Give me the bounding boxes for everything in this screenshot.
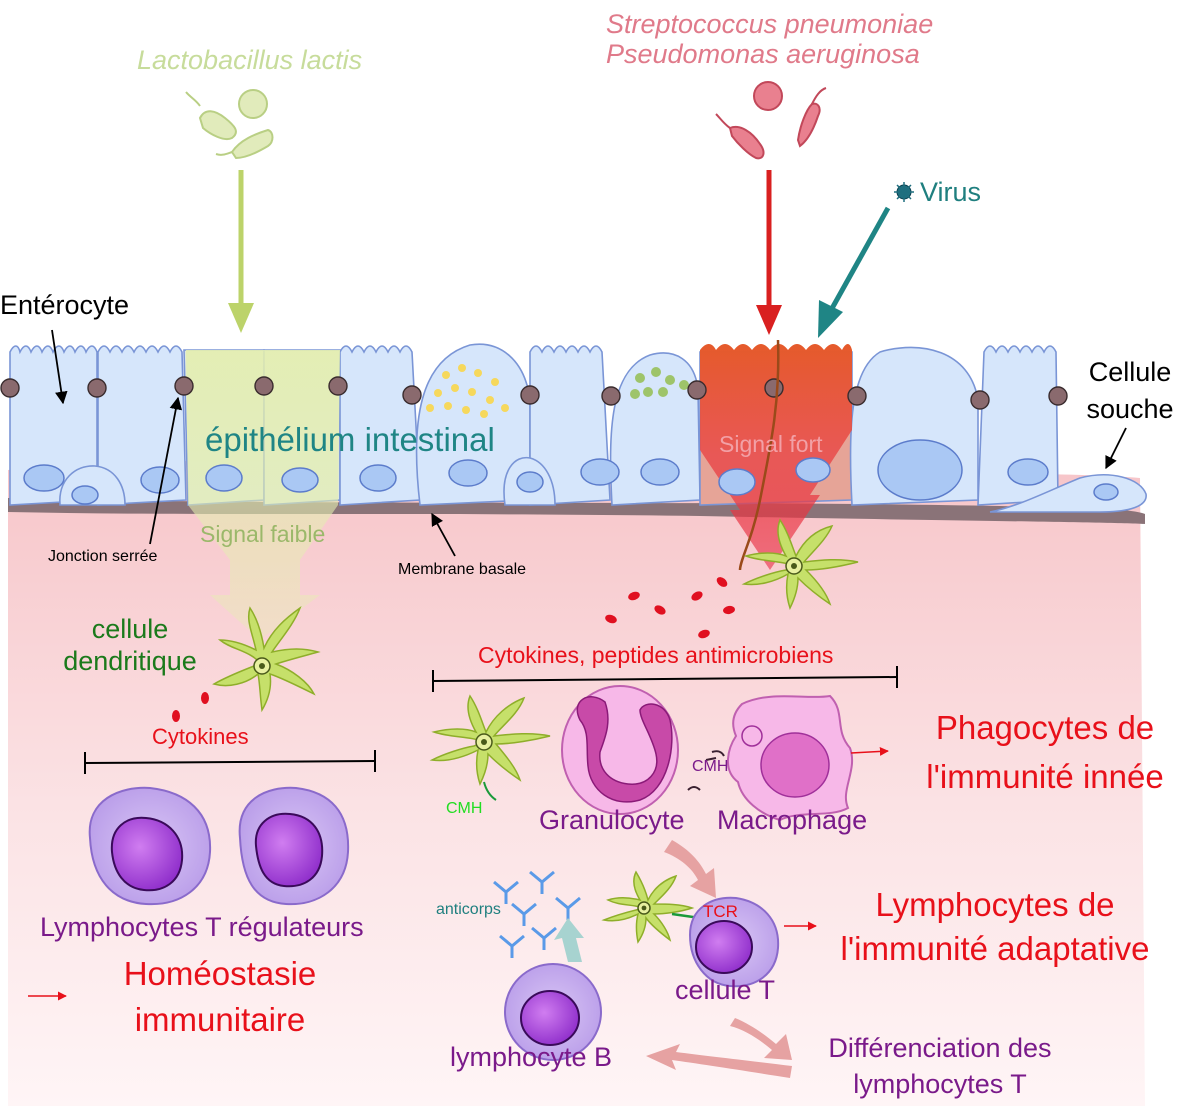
tcr-label: TCR [703,902,738,921]
pathogen-invasion-track [738,339,780,571]
homeostasis-label-1: Homéostasie [123,955,317,992]
tight-junction-label: Jonction serrée [48,548,158,565]
bracket-innate [432,666,898,692]
dendritic-label-1: cellule [91,614,169,644]
virus-icon [894,182,914,202]
treg-label: Lymphocytes T régulateurs [40,912,364,942]
epithelium-cells [9,343,1147,513]
tcell-to-bcell-arrow [646,1044,792,1078]
pathogen-bacteria-icon [715,81,827,160]
enterocyte-pointer [51,329,68,405]
cytokines-peptides-label: Cytokines, peptides antimicrobiens [478,642,834,668]
bcell-to-antibody-arrow [554,918,584,962]
enterocyte-2 [97,345,187,506]
tight-junction-pointer [149,396,183,545]
stem-cell-pointer [1105,427,1127,470]
basal-membrane-label: Membrane basale [398,561,527,578]
treg-cell-1 [88,786,212,906]
commensal-bacteria-icon [185,89,274,160]
treg-cell-2 [238,786,350,906]
bracket-regulatory [84,750,376,774]
enterocyte-label: Entérocyte [0,290,130,320]
signal-weak-label: Signal faible [200,521,326,547]
antibodies-label: anticorps [436,901,501,918]
cytokines-label: Cytokines [152,724,249,749]
t-diff-label-2: lymphocytes T [853,1069,1027,1099]
cmh-macrophage-label: CMH [692,758,729,775]
phagocytes-pointer [850,746,889,756]
dendritic-cell-2 [741,518,859,610]
cmh-dendritic-label: CMH [446,800,483,817]
cell-nuclei [23,439,1119,505]
paneth-granules [630,367,689,399]
virus-arrow [827,206,891,314]
t-diff-label-1: Différenciation des [828,1033,1052,1063]
dendritic-cell-3 [429,694,551,801]
stem-cell-label-2: souche [1086,394,1174,424]
virus-label: Virus [920,177,982,207]
pathogen-label-2: Pseudomonas aeruginosa [606,39,920,69]
t-cell-label: cellule T [675,975,776,1005]
virus-arrowhead [818,300,843,338]
t-cell [688,896,780,988]
adaptive-label-2: l'immunité adaptative [840,930,1150,967]
phagocytes-label-1: Phagocytes de [935,709,1155,746]
commensal-bacteria-label: Lactobacillus lactis [137,45,363,75]
enterocyte-1 [9,345,98,506]
pathogen-label-1: Streptococcus pneumoniae [606,9,934,39]
tcell-to-diff-arrow [730,1018,792,1060]
basal-membrane-pointer [431,512,456,557]
homeostasis-label-2: immunitaire [134,1001,306,1038]
pathogen-arrowhead [756,305,782,335]
cytokine-dots [172,577,735,722]
commensal-arrowhead [228,303,254,333]
enterocyte-5 [339,345,421,506]
macrophage-cell [687,694,854,822]
strong-signal-beam [700,344,852,570]
granulocyte-cell [561,685,679,815]
epithelium-label: épithélium intestinal [205,421,495,458]
b-cell [504,963,602,1061]
signal-strong-label: Signal fort [719,431,823,457]
weak-signal-beam [186,350,340,640]
dendritic-cell-1 [212,605,321,713]
macrophage-to-tcell-arrow [664,840,716,898]
stem-cell-label-1: Cellule [1088,357,1172,387]
granulocyte-label: Granulocyte [539,805,685,835]
b-cell-label: lymphocyte B [450,1042,613,1072]
adaptive-label-1: Lymphocytes de [875,886,1115,923]
macrophage-label: Macrophage [717,805,868,835]
goblet-granules [426,364,509,418]
goblet-cell [415,343,531,506]
phagocytes-label-2: l'immunité innée [926,758,1164,795]
dendritic-label-2: dendritique [63,646,197,676]
